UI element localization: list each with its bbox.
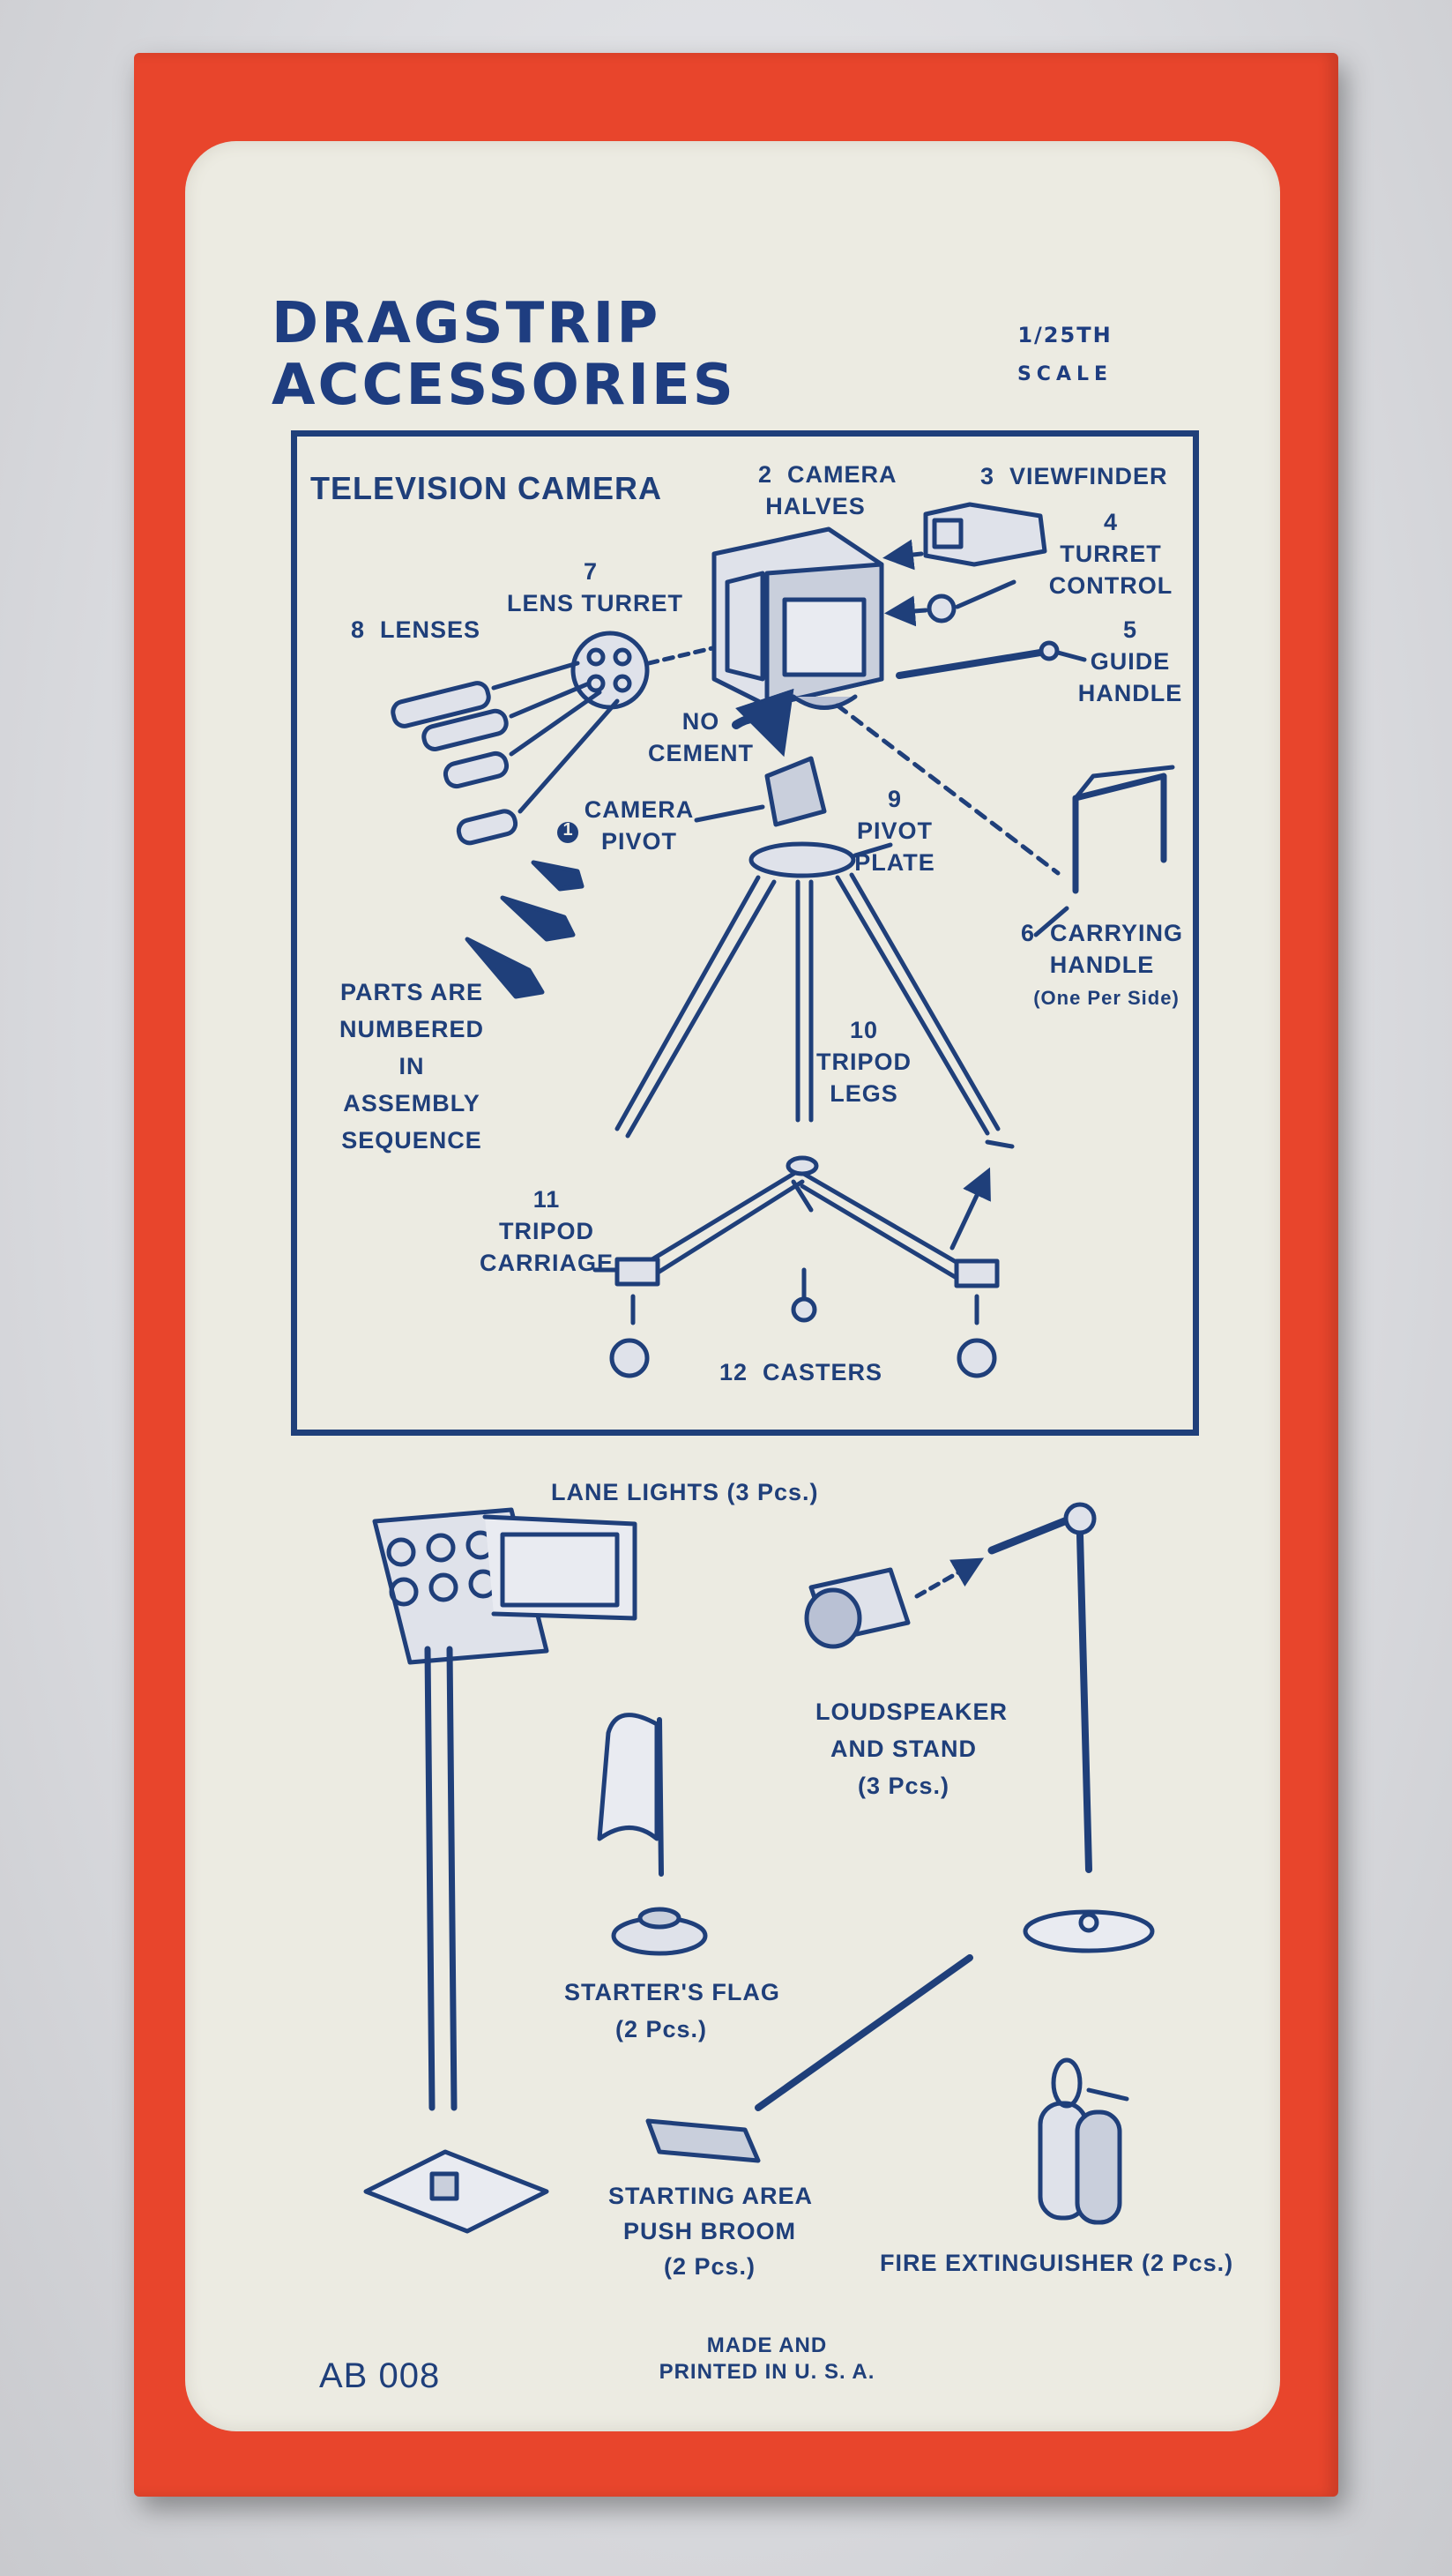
label-guide-handle: 5 GUIDE HANDLE: [1077, 616, 1183, 706]
push-broom-drawing: [645, 1954, 973, 2163]
title-line-1: DRAGSTRIP: [272, 291, 661, 356]
label-lane-lights: LANE LIGHTS (3 Pcs.): [551, 1479, 819, 1505]
label-camera-pivot: CAMERA PIVOT: [584, 796, 695, 855]
label-tripod-legs: 10 TRIPOD LEGS: [815, 1017, 912, 1107]
casters-drawing: [609, 1267, 997, 1378]
camera-heading: TELEVISION CAMERA: [310, 470, 663, 506]
carrying-handle-drawing: [1033, 765, 1175, 937]
camera-pivot-drawing: [694, 756, 827, 827]
handle-leader-line: [835, 703, 1061, 876]
lane-lights-drawing: [363, 1507, 637, 2234]
step-one-number: 1: [562, 820, 573, 840]
loudspeaker-drawing: [804, 1502, 1155, 1953]
scale-line-1: 1/25TH: [1017, 323, 1113, 347]
label-carrying-handle-note: (One Per Side): [1033, 987, 1180, 1009]
label-lenses: 8 LENSES: [351, 616, 481, 643]
made-in-usa: MADE AND PRINTED IN U. S. A.: [659, 2333, 875, 2384]
assembly-arrows: [465, 860, 585, 999]
no-cement-arrow: [732, 688, 794, 758]
label-loudspeaker: LOUDSPEAKER AND STAND (3 Pcs.): [815, 1699, 1009, 1799]
label-assembly-note: PARTS ARE NUMBERED IN ASSEMBLY SEQUENCE: [339, 979, 484, 1154]
label-tripod-carriage: 11 TRIPOD CARRIAGE: [479, 1186, 614, 1276]
label-lens-turret: 7 LENS TURRET: [507, 558, 683, 616]
label-turret-control: 4 TURRET CONTROL: [1048, 509, 1173, 599]
label-viewfinder: 3 VIEWFINDER: [980, 463, 1168, 489]
label-carrying-handle: 6 CARRYING HANDLE: [1020, 920, 1184, 978]
product-code: AB 008: [319, 2356, 441, 2395]
starters-flag-drawing: [597, 1713, 708, 1956]
instruction-panel: [185, 141, 1280, 2431]
lenses-drawing: [391, 661, 620, 846]
viewfinder-drawing: [882, 502, 1047, 571]
tripod-legs-drawing: [614, 841, 1015, 1149]
fire-extinguisher-drawing: [1038, 2057, 1129, 2225]
camera-body-drawing: [711, 526, 884, 710]
turret-control-drawing: [884, 579, 1016, 627]
guide-handle-drawing: [896, 640, 1087, 679]
label-casters: 12 CASTERS: [719, 1359, 883, 1385]
tripod-carriage-drawing: [592, 1155, 1000, 1288]
television-camera-frame: [291, 430, 1199, 1436]
step-one-badge: [557, 822, 578, 843]
label-no-cement: NO CEMENT: [648, 708, 754, 766]
label-starters-flag: STARTER'S FLAG (2 Pcs.): [564, 1979, 780, 2042]
label-camera-halves: 2 CAMERA HALVES: [758, 461, 897, 519]
label-push-broom: STARTING AREA PUSH BROOM (2 Pcs.): [608, 2183, 813, 2280]
scale-line-2: SCALE: [1016, 363, 1113, 385]
label-pivot-plate: 9 PIVOT PLATE: [854, 786, 935, 876]
label-fire-extinguisher: FIRE EXTINGUISHER (2 Pcs.): [880, 2250, 1234, 2276]
title-line-2: ACCESSORIES: [272, 353, 736, 418]
